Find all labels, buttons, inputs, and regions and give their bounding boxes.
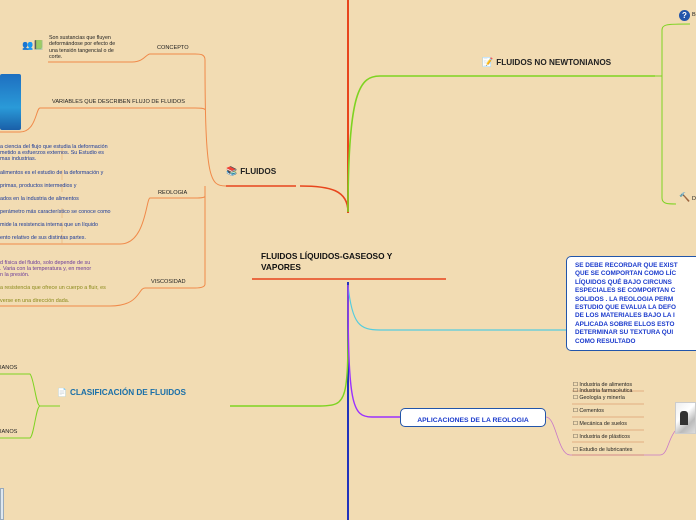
note-icon: 📝 [482, 57, 494, 67]
central-topic[interactable]: FLUIDOS LÍQUIDOS-GASEOSO Y VAPORES [261, 251, 392, 273]
nonewton-bracket [655, 23, 691, 205]
branch-reologia [0, 186, 206, 245]
variables-label[interactable]: VARIABLES QUE DESCRIBEN FLUJO DE FLUIDOS [52, 99, 185, 105]
image-figure [680, 411, 688, 425]
central-line-2: VAPORES [261, 262, 301, 272]
concepto-label[interactable]: CONCEPTO [157, 45, 189, 51]
branch-viscosidad [0, 186, 206, 307]
link-nota [347, 284, 566, 331]
checkbox-icon: ☐ [573, 395, 580, 401]
reologia-label[interactable]: REOLOGIA [158, 190, 188, 196]
nonewton-bottom-label[interactable]: D [692, 196, 696, 202]
books-icon: 📚 [226, 166, 238, 176]
aplic-item-5-label: Mecánica de suelos [579, 421, 627, 427]
aplic-item-7-label: Estudio de lubricantes [579, 447, 633, 453]
branch-variables [0, 107, 206, 133]
checkbox-icon: ☐ [573, 447, 580, 453]
viscosidad-line-5: verse en una dirección dada. [0, 298, 70, 304]
nota-line-5: SOLIDOS . LA REOLOGIA PERM [575, 295, 674, 303]
aplic-item-4-label: Cementos [579, 408, 604, 414]
clasif-top-label[interactable]: IANOS [0, 365, 18, 371]
clasif-node[interactable]: 📄 CLASIFICACIÓN DE FLUIDOS [57, 388, 186, 397]
reologia-line-1: a ciencia del flujo que estudia la defor… [0, 144, 108, 150]
nonewton-top-label[interactable]: B [692, 12, 696, 18]
aplic-item-3: ☐ Geología y minería [573, 395, 625, 402]
nota-line-6: ESTUDIO QUE EVALUA LA DEFO [575, 304, 676, 312]
central-line-1: FLUIDOS LÍQUIDOS-GASEOSO Y [261, 251, 393, 261]
clasif-bottom-label[interactable]: IANOS [0, 429, 18, 435]
aplic-item-6-label: Industria de plásticos [579, 434, 630, 440]
link-clasif [230, 284, 349, 407]
concepto-line-4: corte. [49, 53, 63, 60]
fluidos-node[interactable]: 📚 FLUIDOS [226, 166, 276, 177]
reologia-line-4: alimentos es el estudio de la deformació… [0, 170, 104, 176]
clasif-bracket [0, 373, 60, 439]
link-nonewton [347, 75, 655, 213]
aplic-item-3-label: Geología y minería [579, 395, 625, 401]
concepto-line-2: deformándose por efecto de [49, 41, 116, 48]
reologia-line-6: ados en la industria de alimentos [0, 196, 79, 202]
checkbox-icon: ☐ [573, 421, 580, 427]
help-icon: ? [679, 10, 690, 21]
nota-line-9: DETERMINAR SU TEXTURA QUI [575, 329, 674, 337]
concepto-line-1: Son sustancias que fluyen [49, 35, 111, 41]
checkbox-icon: ☐ [573, 408, 580, 414]
nota-line-2: QUE SE COMPORTAN COMO LÍC [575, 270, 677, 278]
reologia-line-2: metido a esfuerzos externos. Su Estudio … [0, 150, 104, 156]
reologia-line-9: ento relativo de sus distintas partes. [0, 235, 86, 241]
nonewton-node[interactable]: 📝 FLUIDOS NO NEWTONIANOS [482, 57, 611, 68]
checkbox-icon: ☐ [573, 434, 580, 440]
viscosidad-line-3: n la presión. [0, 272, 30, 278]
aplicaciones-box[interactable]: APLICACIONES DE LA REOLOGIA [400, 408, 546, 427]
nota-text: SE DEBE RECORDAR QUE EXIST QUE SE COMPOR… [575, 262, 678, 346]
nota-line-1: SE DEBE RECORDAR QUE EXIST [575, 262, 678, 269]
nota-line-4: ESPECIALES SE COMPORTAN C [575, 287, 676, 295]
reologia-line-8: mide la resistencia interna que un líqui… [0, 222, 98, 228]
reologia-line-7: perámetro más característico se conoce c… [0, 209, 111, 215]
bottom-left-image [0, 488, 4, 520]
aplicaciones-title: APLICACIONES DE LA REOLOGIA [417, 417, 529, 424]
aplic-item-6: ☐ Industria de plásticos [573, 434, 630, 441]
branch-concepto [48, 53, 227, 187]
aplic-item-7: ☐ Estudio de lubricantes [573, 447, 632, 454]
aplic-item-1: ☐ Industria de alimentos [573, 382, 632, 389]
checkbox-icon: ☐ [573, 382, 580, 388]
nonewton-title: FLUIDOS NO NEWTONIANOS [496, 58, 612, 67]
variables-image [0, 74, 21, 130]
fluidos-title: FLUIDOS [240, 167, 277, 176]
link-fluidos [299, 185, 349, 213]
nota-line-7: DE LOS MATERIALES BAJO LA I [575, 312, 675, 320]
viscosidad-line-4: a resistencia que ofrece un cuerpo a flu… [0, 285, 106, 291]
concepto-line-3: una tensión tangencial o de [49, 47, 114, 54]
clasif-title: CLASIFICACIÓN DE FLUIDOS [69, 388, 186, 397]
people-icon: 👥📗 [22, 40, 45, 50]
viscosidad-label[interactable]: VISCOSIDAD [151, 279, 186, 285]
nota-line-8: APLICADA SOBRE ELLOS ESTO [575, 320, 675, 328]
aplic-item-2: ☐ Industria farmacéutica [573, 388, 632, 395]
nota-line-10: COMO RESULTADO [575, 337, 636, 345]
viscosidad-line-1: d física del fluido, solo depende de su [0, 260, 91, 266]
reologia-line-3: mas industrias. [0, 156, 37, 162]
aplicaciones-image [675, 402, 696, 434]
aplic-list-lines [572, 390, 644, 456]
nota-line-3: LÍQUIDOS QUÉ BAJO CIRCUNS [575, 278, 672, 286]
reologia-line-5: primas, productos intermedios y [0, 183, 77, 189]
aplic-item-1-label: Industria de alimentos [579, 382, 633, 388]
aplic-item-5: ☐ Mecánica de suelos [573, 421, 627, 428]
viscosidad-line-2: . Varia con la temperatura y, en menor [0, 266, 92, 272]
aplic-item-4: ☐ Cementos [573, 408, 604, 415]
aplic-item-2-label: Industria farmacéutica [579, 388, 633, 394]
concepto-text: Son sustancias que fluyen deformándose p… [49, 35, 115, 60]
nota-box[interactable]: SE DEBE RECORDAR QUE EXIST QUE SE COMPOR… [566, 256, 696, 351]
tools-icon: 🔨 [679, 192, 691, 202]
checkbox-icon: ☐ [573, 388, 580, 394]
link-aplic [347, 284, 400, 418]
document-icon: 📄 [57, 388, 67, 397]
